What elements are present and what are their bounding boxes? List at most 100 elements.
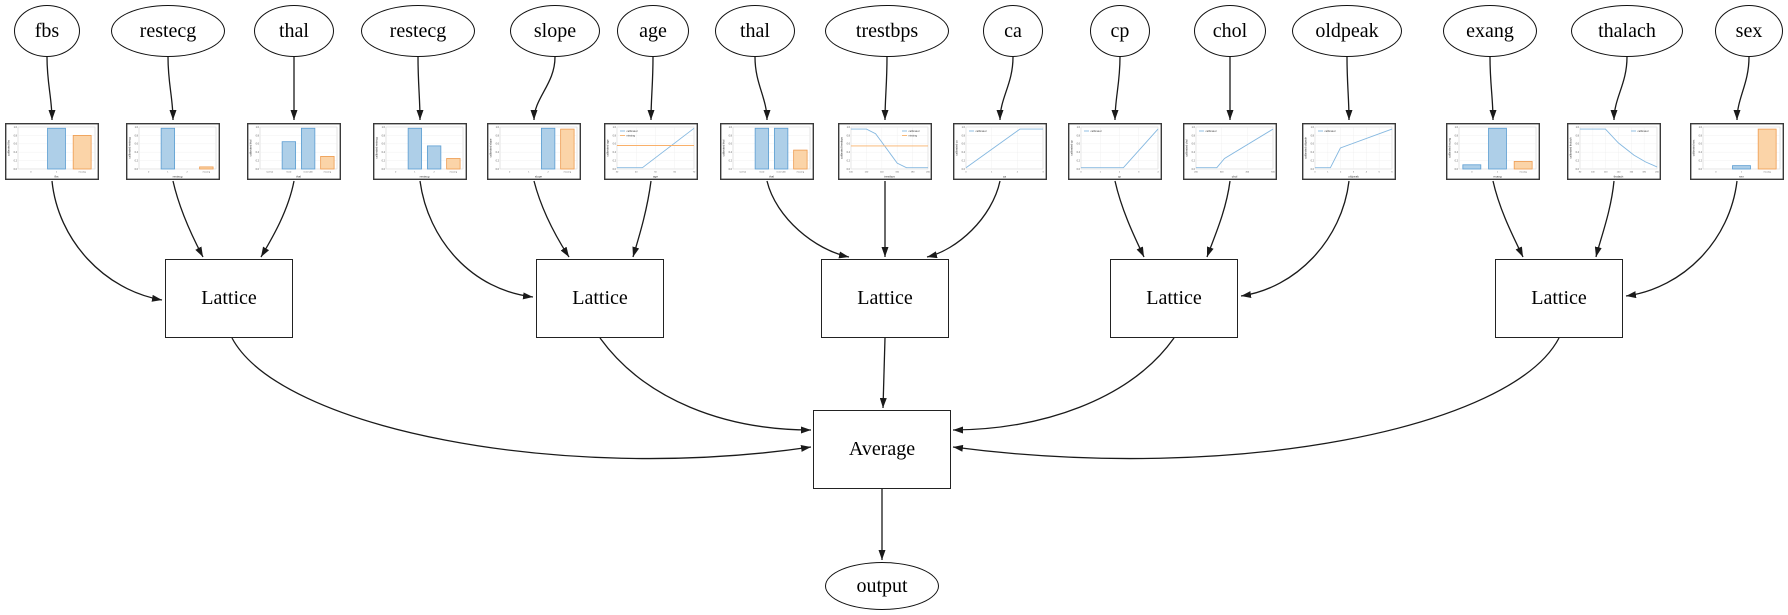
svg-text:100: 100	[1591, 171, 1595, 173]
svg-text:reversible: reversible	[776, 170, 786, 173]
svg-text:1.0: 1.0	[1192, 126, 1196, 129]
svg-text:0.8: 0.8	[1455, 134, 1459, 137]
svg-text:0.4: 0.4	[256, 151, 260, 154]
edge-calibrator-to-lattice-3	[419, 180, 534, 300]
svg-text:0.6: 0.6	[135, 143, 139, 146]
svg-text:160: 160	[895, 171, 899, 173]
svg-text:0.2: 0.2	[1311, 160, 1315, 163]
svg-text:0.6: 0.6	[962, 143, 966, 146]
svg-text:80: 80	[1579, 171, 1582, 173]
svg-text:3: 3	[1042, 171, 1044, 173]
svg-text:1: 1	[991, 171, 993, 173]
svg-text:0.6: 0.6	[847, 143, 851, 146]
svg-text:5: 5	[1379, 171, 1381, 173]
svg-text:300: 300	[1220, 171, 1224, 173]
svg-text:calibrated exang: calibrated exang	[1447, 138, 1451, 158]
svg-text:0.0: 0.0	[1576, 168, 1580, 171]
svg-text:500: 500	[1271, 171, 1275, 173]
svg-text:2: 2	[187, 171, 189, 173]
feature-node-age-5: age	[617, 5, 689, 57]
svg-text:0.0: 0.0	[135, 168, 139, 171]
svg-text:0.6: 0.6	[14, 143, 18, 146]
svg-text:0.8: 0.8	[613, 134, 617, 137]
svg-text:calibrated ca: calibrated ca	[954, 140, 958, 156]
svg-text:0.2: 0.2	[14, 160, 18, 163]
feature-node-slope-4: slope	[510, 5, 600, 57]
svg-text:0.0: 0.0	[847, 168, 851, 171]
svg-text:0.4: 0.4	[135, 151, 139, 154]
svg-text:calibrated thal: calibrated thal	[248, 139, 252, 156]
svg-text:0.4: 0.4	[613, 151, 617, 154]
svg-text:2: 2	[434, 171, 436, 173]
svg-text:0.4: 0.4	[1192, 151, 1196, 154]
edge-lattice-to-average-5	[952, 337, 1560, 460]
svg-text:0.2: 0.2	[135, 160, 139, 163]
svg-text:1.0: 1.0	[496, 126, 500, 129]
lattice-box-5: Lattice	[1495, 259, 1623, 338]
svg-text:200: 200	[926, 171, 930, 173]
lattice-box-3: Lattice	[821, 259, 949, 338]
svg-text:calibrated chol: calibrated chol	[1184, 139, 1188, 157]
svg-text:reversible: reversible	[303, 170, 313, 173]
output-node: output	[825, 562, 939, 610]
svg-text:0.4: 0.4	[496, 151, 500, 154]
svg-text:1.0: 1.0	[382, 126, 386, 129]
svg-text:0.4: 0.4	[1699, 151, 1703, 154]
edge-lattice-to-average-2	[599, 337, 812, 434]
edge-calibrator-to-lattice-4	[533, 180, 570, 258]
svg-text:0.6: 0.6	[382, 143, 386, 146]
svg-text:calibrated slope: calibrated slope	[488, 138, 492, 157]
svg-text:0.2: 0.2	[1576, 160, 1580, 163]
svg-text:140: 140	[880, 171, 884, 173]
svg-text:calibrated: calibrated	[627, 130, 638, 133]
svg-text:thalach: thalach	[1614, 175, 1624, 179]
edge-calibrator-to-lattice-5	[632, 180, 652, 258]
svg-text:restecg: restecg	[420, 175, 430, 179]
svg-text:0.2: 0.2	[847, 160, 851, 163]
svg-text:2: 2	[1340, 171, 1342, 173]
svg-text:missing: missing	[909, 134, 918, 137]
feature-node-fbs-0: fbs	[14, 5, 80, 57]
svg-text:0.0: 0.0	[729, 168, 733, 171]
svg-text:3: 3	[1138, 171, 1140, 173]
svg-text:calibrated cp: calibrated cp	[1069, 140, 1073, 156]
svg-text:1.0: 1.0	[14, 126, 18, 129]
svg-text:4: 4	[1366, 171, 1368, 173]
feature-node-oldpeak-11: oldpeak	[1292, 5, 1402, 57]
svg-text:140: 140	[1617, 171, 1621, 173]
svg-text:1.0: 1.0	[1455, 126, 1459, 129]
svg-text:0.4: 0.4	[847, 151, 851, 154]
edge-calibrator-to-lattice-11	[1240, 180, 1350, 299]
svg-text:calibrated: calibrated	[1091, 130, 1102, 133]
edge-feature-to-calibrator-1	[167, 56, 177, 121]
svg-text:calibrated: calibrated	[1325, 130, 1336, 133]
svg-text:4: 4	[1157, 171, 1159, 173]
svg-text:1.0: 1.0	[1699, 126, 1703, 129]
svg-text:age: age	[653, 175, 658, 179]
svg-text:0.8: 0.8	[1192, 134, 1196, 137]
svg-text:missing: missing	[1519, 171, 1527, 173]
svg-text:0.6: 0.6	[1455, 143, 1459, 146]
svg-text:0.4: 0.4	[1455, 151, 1459, 154]
svg-text:calibrated thal: calibrated thal	[721, 139, 725, 156]
svg-text:0: 0	[148, 171, 150, 173]
edge-calibrator-to-lattice-12	[1492, 180, 1524, 258]
lattice-box-4: Lattice	[1110, 259, 1238, 338]
svg-text:0.2: 0.2	[496, 160, 500, 163]
svg-text:0: 0	[1471, 171, 1473, 173]
